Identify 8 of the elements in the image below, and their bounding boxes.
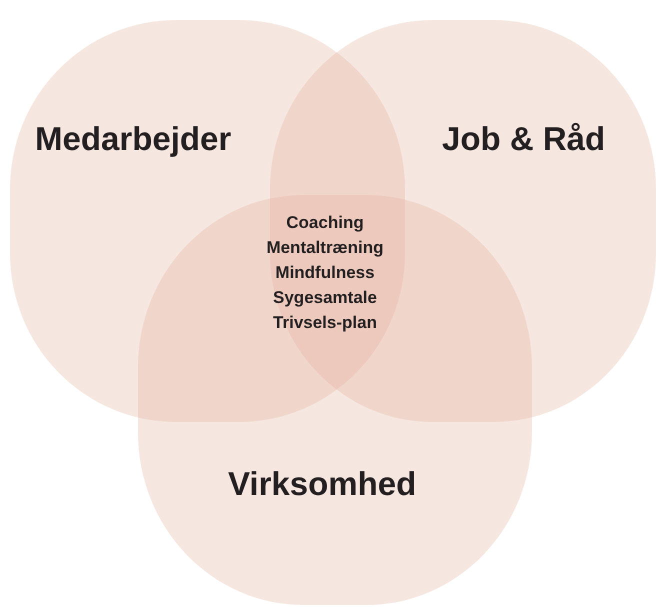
set-label: Job & Råd — [442, 120, 606, 158]
list-item: Trivsels-plan — [273, 312, 377, 333]
set-label: Medarbejder — [35, 120, 232, 158]
set-label: Virksomhed — [228, 465, 416, 503]
list-item: Mentaltræning — [266, 237, 384, 258]
list-item: Coaching — [286, 212, 364, 233]
list-item: Mindfulness — [275, 262, 375, 283]
list-item: Sygesamtale — [273, 287, 377, 308]
